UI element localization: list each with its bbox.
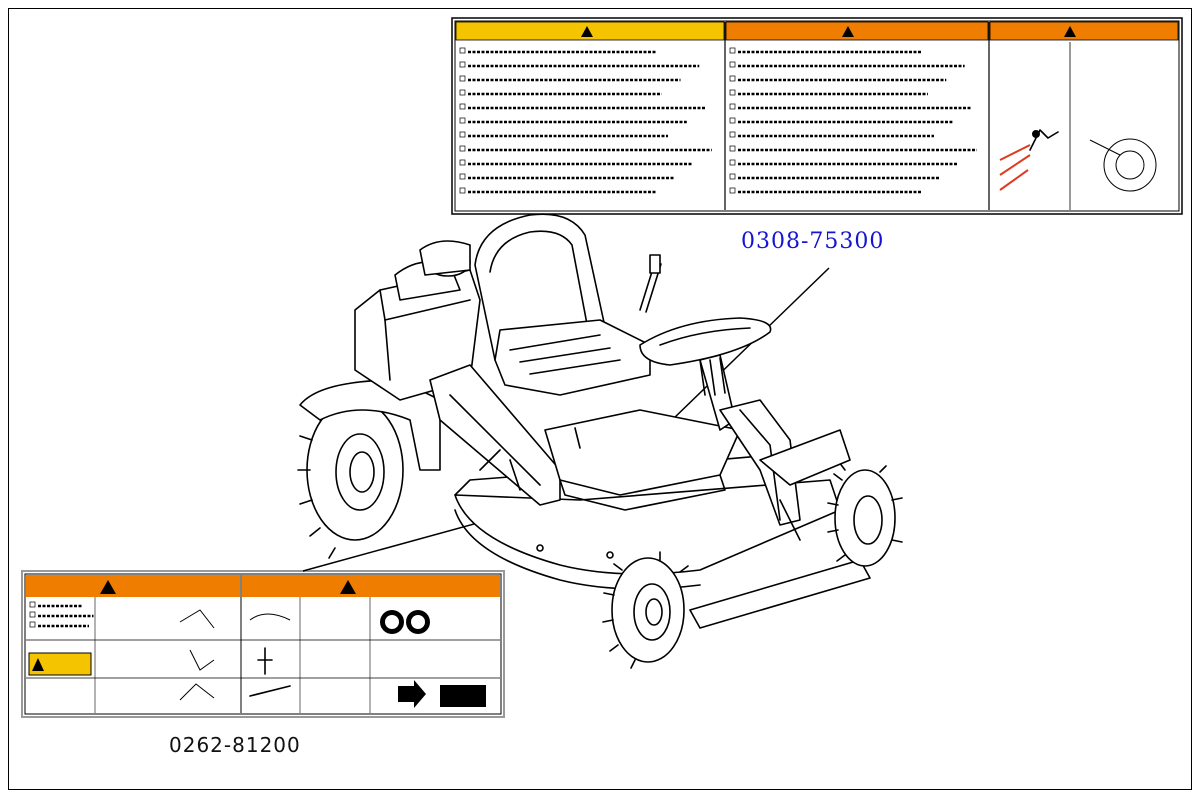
decal-checkbox-mark bbox=[729, 187, 736, 194]
decal-checkbox-mark bbox=[29, 611, 36, 618]
decal-checkbox-mark bbox=[729, 131, 736, 138]
decal-checkbox-mark bbox=[459, 159, 466, 166]
bottom-safety-decal bbox=[21, 570, 505, 718]
decal-checkbox-mark bbox=[459, 61, 466, 68]
decal-checkbox-mark bbox=[729, 47, 736, 54]
decal-checkbox-mark bbox=[459, 187, 466, 194]
top-decal-part-number: 0308-75300 bbox=[741, 229, 885, 254]
decal-checkbox-mark bbox=[459, 75, 466, 82]
top-safety-decal bbox=[451, 17, 1183, 215]
decal-checkbox-mark bbox=[459, 89, 466, 96]
riding-mower-drawing bbox=[297, 213, 903, 669]
decal-checkbox-mark bbox=[29, 601, 36, 608]
decal-checkbox-mark bbox=[459, 103, 466, 110]
page-border bbox=[8, 8, 1192, 790]
decal-checkbox-mark bbox=[729, 89, 736, 96]
decal-checkbox-mark bbox=[459, 173, 466, 180]
decal-checkbox-mark bbox=[459, 47, 466, 54]
decal-checkbox-mark bbox=[729, 75, 736, 82]
decal-checkbox-mark bbox=[729, 145, 736, 152]
decal-checkbox-mark bbox=[29, 621, 36, 628]
decal-checkbox-mark bbox=[729, 117, 736, 124]
decal-checkbox-mark bbox=[459, 145, 466, 152]
decal-checkbox-mark bbox=[729, 61, 736, 68]
decal-checkbox-mark bbox=[459, 117, 466, 124]
bottom-decal-part-number: 0262-81200 bbox=[169, 733, 301, 757]
decal-checkbox-mark bbox=[729, 159, 736, 166]
decal-checkbox-mark bbox=[729, 173, 736, 180]
decal-checkbox-mark bbox=[729, 103, 736, 110]
decal-checkbox-mark bbox=[459, 131, 466, 138]
